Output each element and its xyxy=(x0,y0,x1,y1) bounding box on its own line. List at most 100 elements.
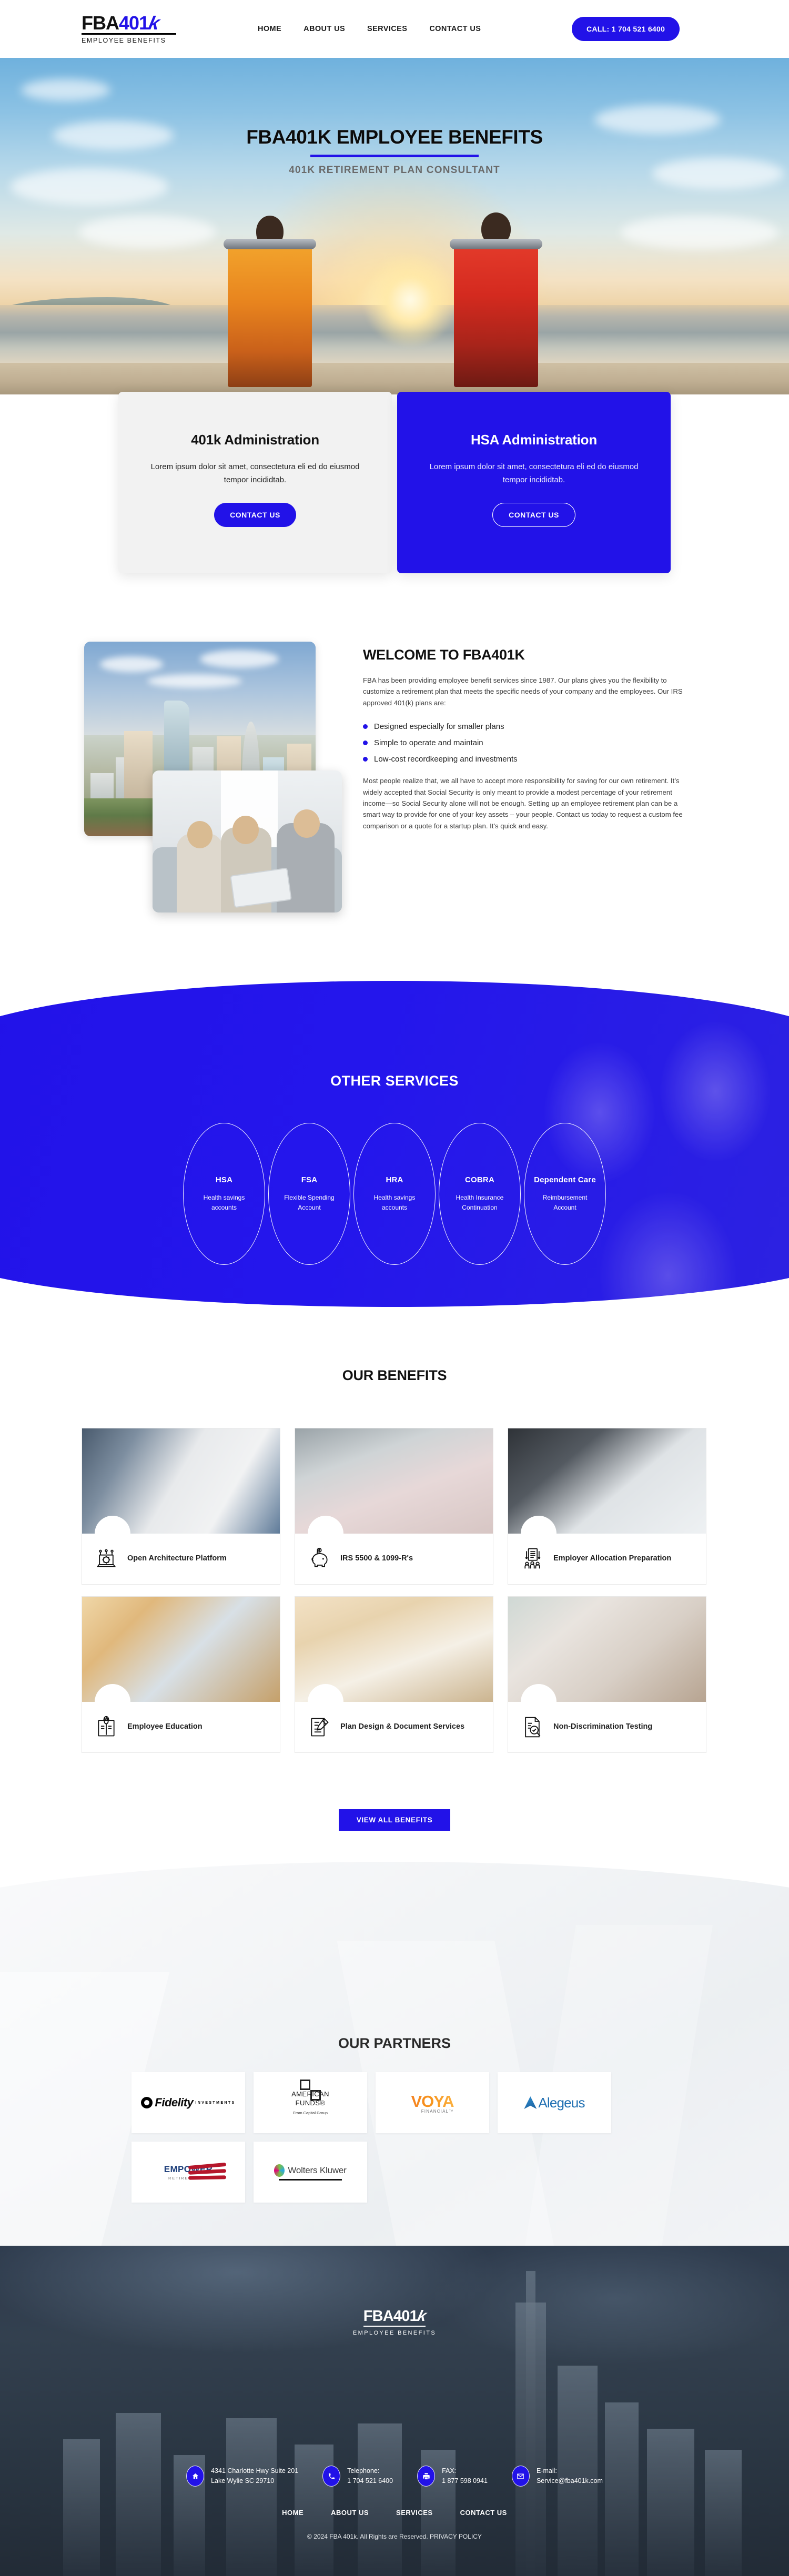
benefit-card-open-architecture[interactable]: Open Architecture Platform xyxy=(82,1428,280,1585)
benefit-photo xyxy=(295,1428,493,1534)
welcome-heading: WELCOME TO FBA401K xyxy=(363,647,525,663)
advisor-meeting-photo xyxy=(153,770,342,912)
service-circle-cobra[interactable]: COBRA Health Insurance Continuation xyxy=(439,1123,521,1265)
benefit-card-non-discrimination[interactable]: Non-Discrimination Testing xyxy=(508,1596,706,1753)
footer-nav: HOME ABOUT US SERVICES CONTACT US xyxy=(0,2509,789,2517)
service-title: HSA xyxy=(215,1175,233,1184)
welcome-copy: WELCOME TO FBA401K FBA has been providin… xyxy=(363,647,689,831)
partner-card-alegeus[interactable]: Alegeus xyxy=(498,2072,611,2133)
our-benefits-section: OUR BENEFITS Open Architecture Platform xyxy=(0,1367,789,1841)
cloud-shape xyxy=(11,168,168,205)
benefit-card-employer-allocation[interactable]: Employer Allocation Preparation xyxy=(508,1428,706,1585)
benefit-meta: Employee Education xyxy=(82,1702,280,1752)
footer-contact-email[interactable]: E-mail: Service@fba401k.com xyxy=(511,2466,603,2487)
service-title: HRA xyxy=(386,1175,403,1184)
beach-chair-right xyxy=(450,212,542,394)
benefit-label: Employer Allocation Preparation xyxy=(553,1554,672,1563)
partner-subtext: RETIREMENT™ xyxy=(164,2176,213,2181)
cloud-shape xyxy=(594,105,721,134)
benefit-label: Plan Design & Document Services xyxy=(340,1722,465,1731)
benefit-photo xyxy=(295,1597,493,1702)
call-phone-button[interactable]: CALL: 1 704 521 6400 xyxy=(572,17,680,41)
footer-nav-about-us[interactable]: ABOUT US xyxy=(331,2509,369,2517)
hero-subtitle: 401K RETIREMENT PLAN CONSULTANT xyxy=(289,165,500,176)
benefit-photo xyxy=(82,1428,280,1534)
footer-contact-telephone[interactable]: Telephone: 1 704 521 6400 xyxy=(322,2466,393,2487)
benefit-meta: IRS 5500 & 1099-R's xyxy=(295,1534,493,1584)
bullet-text: Low-cost recordkeeping and investments xyxy=(374,755,518,764)
address-line-2: Lake Wylie SC 29710 xyxy=(211,2477,275,2484)
bullet-dot-icon xyxy=(363,724,368,729)
service-circle-fsa[interactable]: FSA Flexible Spending Account xyxy=(268,1123,350,1265)
clipboard-pen-icon xyxy=(308,1716,331,1739)
chair-fabric xyxy=(228,246,312,387)
welcome-section: WELCOME TO FBA401K FBA has been providin… xyxy=(0,631,789,968)
service-title: FSA xyxy=(301,1175,318,1184)
document-people-icon xyxy=(521,1547,544,1570)
promo-contact-button[interactable]: CONTACT US xyxy=(214,502,296,527)
empower-logo: EMPOWER RETIREMENT™ xyxy=(164,2162,227,2181)
service-circle-hsa[interactable]: HSA Health savings accounts xyxy=(183,1123,265,1265)
list-item: Low-cost recordkeeping and investments xyxy=(363,755,689,764)
footer-logo-wordmark: FBA401k xyxy=(363,2308,428,2327)
promo-body: Lorem ipsum dolor sit amet, consectetura… xyxy=(150,462,360,484)
service-desc: Health savings accounts xyxy=(373,1193,416,1211)
view-all-benefits-button[interactable]: VIEW ALL BENEFITS xyxy=(338,1809,451,1831)
address-line-1: 4341 Charlotte Hwy Suite 201 xyxy=(211,2467,299,2474)
nav-item-contact-us[interactable]: CONTACT US xyxy=(429,25,481,33)
list-item: Simple to operate and maintain xyxy=(363,738,689,747)
nav-item-home[interactable]: HOME xyxy=(258,25,282,33)
partner-card-fidelity[interactable]: Fidelity INVESTMENTS xyxy=(132,2072,245,2133)
benefit-card-plan-design[interactable]: Plan Design & Document Services xyxy=(295,1596,493,1753)
logo-401-text: 401 xyxy=(119,12,149,34)
hero-banner: FBA401K EMPLOYEE BENEFITS 401K RETIREMEN… xyxy=(0,58,789,394)
footer-nav-home[interactable]: HOME xyxy=(282,2509,304,2517)
service-circle-dependent-care[interactable]: Dependent Care Reimbursement Account xyxy=(524,1123,606,1265)
skyline-tower xyxy=(605,2402,639,2576)
benefit-card-employee-education[interactable]: Employee Education xyxy=(82,1596,280,1753)
welcome-paragraph-2: Most people realize that, we all have to… xyxy=(363,777,683,830)
skyline-tower xyxy=(226,2418,277,2576)
footer-contact-fax: FAX: 1 877 598 0941 xyxy=(417,2466,488,2487)
service-circle-hra[interactable]: HRA Health savings accounts xyxy=(353,1123,436,1265)
cloud-shape xyxy=(21,79,110,101)
cloud-shape xyxy=(100,656,163,672)
footer-nav-services[interactable]: SERVICES xyxy=(396,2509,433,2517)
services-circle-row: HSA Health savings accounts FSA Flexible… xyxy=(0,1123,789,1265)
nav-item-services[interactable]: SERVICES xyxy=(367,25,408,33)
cloud-shape xyxy=(621,216,778,249)
partner-card-empower[interactable]: EMPOWER RETIREMENT™ xyxy=(132,2142,245,2203)
promo-title: 401k Administration xyxy=(191,432,319,448)
benefit-card-irs-5500[interactable]: IRS 5500 & 1099-R's xyxy=(295,1428,493,1585)
footer-contact-text: Telephone: 1 704 521 6400 xyxy=(347,2466,393,2487)
alegeus-logo: Alegeus xyxy=(524,2095,585,2111)
partner-card-american-funds[interactable]: AMERICAN FUNDS® From Capital Group xyxy=(254,2072,367,2133)
wolters-kluwer-logo: Wolters Kluwer xyxy=(274,2164,347,2181)
promo-cards: 401k Administration Lorem ipsum dolor si… xyxy=(0,392,789,581)
partner-card-wolters-kluwer[interactable]: Wolters Kluwer xyxy=(254,2142,367,2203)
beach-chair-left xyxy=(224,216,316,394)
partner-subtext: FINANCIAL™ xyxy=(421,2108,454,2114)
beach-sand xyxy=(0,363,789,394)
footer-logo[interactable]: FBA401k EMPLOYEE BENEFITS xyxy=(0,2308,789,2336)
promo-contact-button[interactable]: CONTACT US xyxy=(492,502,575,527)
footer-nav-contact-us[interactable]: CONTACT US xyxy=(460,2509,507,2517)
alegeus-mark-icon xyxy=(524,2096,537,2109)
benefit-photo xyxy=(508,1428,706,1534)
photo-notch xyxy=(521,1516,557,1534)
footer-logo-subtitle: EMPLOYEE BENEFITS xyxy=(352,2330,437,2336)
hero-divider xyxy=(310,155,479,157)
primary-nav: HOME ABOUT US SERVICES CONTACT US xyxy=(258,0,481,58)
benefit-photo xyxy=(82,1597,280,1702)
benefit-meta: Non-Discrimination Testing xyxy=(508,1702,706,1752)
nav-item-about-us[interactable]: ABOUT US xyxy=(304,25,346,33)
partner-wordmark: Fidelity xyxy=(155,2096,194,2109)
partner-card-voya[interactable]: VOYA FINANCIAL™ xyxy=(376,2072,489,2133)
copyright-text[interactable]: © 2024 FBA 401k. All Rights are Reserved… xyxy=(307,2533,482,2540)
person-head xyxy=(187,821,213,848)
welcome-paragraph-1: FBA has been providing employee benefit … xyxy=(363,676,683,707)
benefit-meta: Plan Design & Document Services xyxy=(295,1702,493,1752)
promo-title: HSA Administration xyxy=(470,432,598,448)
